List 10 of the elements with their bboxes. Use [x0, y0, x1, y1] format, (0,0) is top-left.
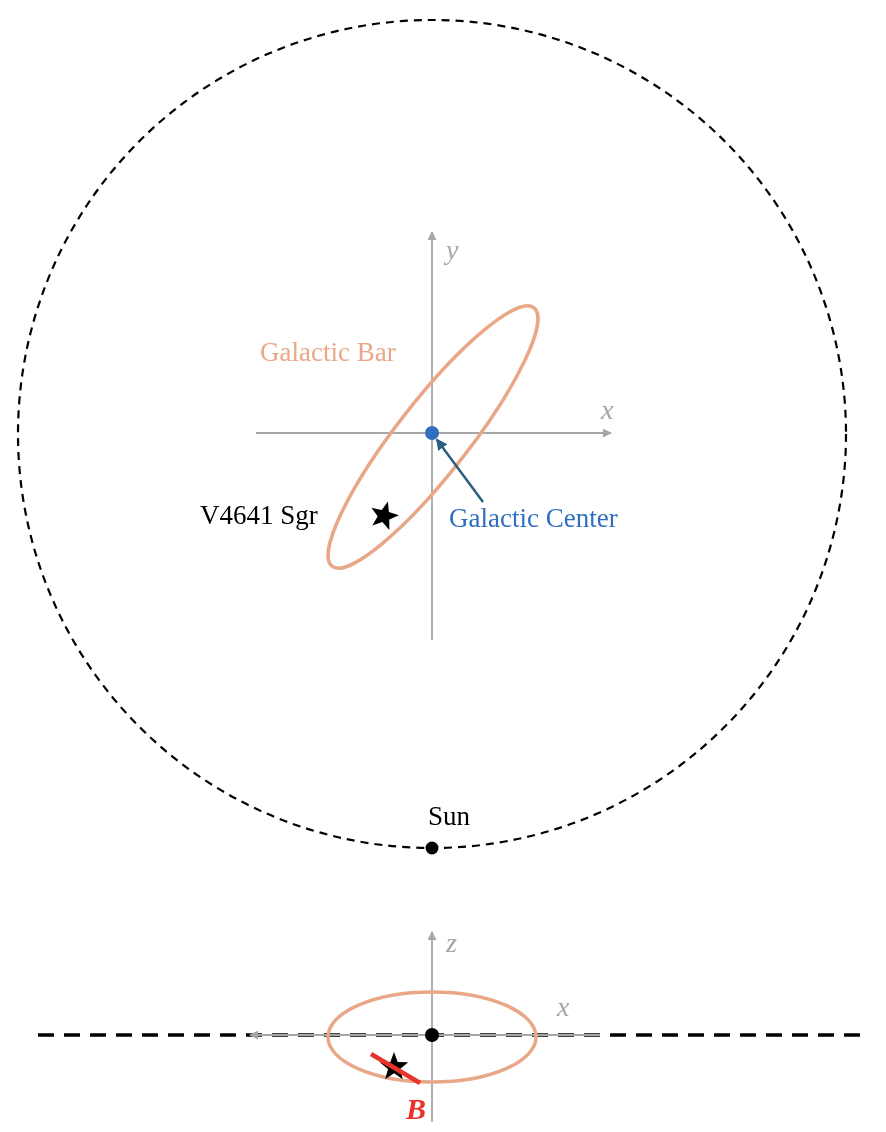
node-label: Galactic Center — [449, 503, 689, 533]
bar-label: Galactic Bar — [260, 339, 396, 366]
field-label: B — [406, 1094, 426, 1124]
sun-label: Sun — [428, 803, 471, 830]
leader-arrow — [435, 438, 484, 503]
axis-label: z — [446, 929, 457, 957]
center-dot — [425, 426, 439, 440]
axis-label: x — [601, 396, 614, 424]
axis-label: x — [557, 993, 570, 1021]
star-label: V4641 Sgr — [200, 502, 318, 529]
